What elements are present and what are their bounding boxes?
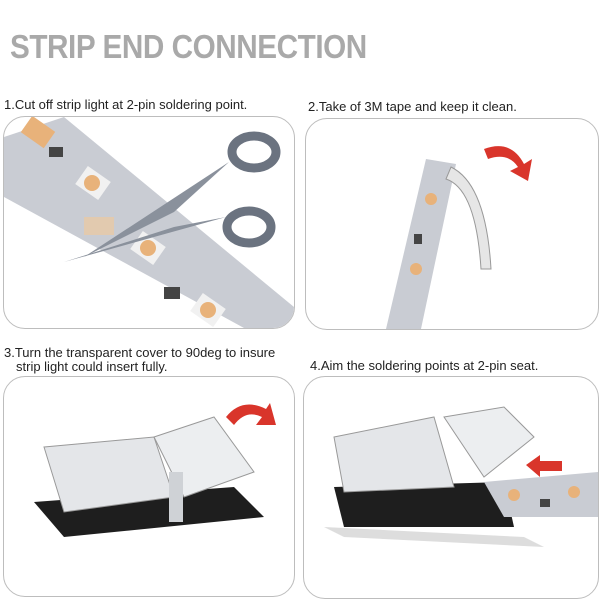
step-2-image <box>305 118 599 330</box>
arrow-left-icon <box>526 455 562 477</box>
step-4-caption: 4.Aim the soldering points at 2-pin seat… <box>310 358 539 373</box>
curved-arrow-icon <box>226 403 276 425</box>
curved-arrow-icon <box>484 146 532 181</box>
tape-removal-illustration <box>386 146 532 329</box>
step-3-caption: 3.Turn the transparent cover to 90deg to… <box>4 346 275 374</box>
step-4-image <box>303 376 599 599</box>
step-3-caption-line2: strip light could insert fully. <box>16 359 168 374</box>
step-2-caption: 2.Take of 3M tape and keep it clean. <box>308 99 517 114</box>
step-1-caption: 1.Cut off strip light at 2-pin soldering… <box>4 97 248 112</box>
page-title: STRIP END CONNECTION <box>10 28 367 65</box>
cut-strip-illustration <box>4 117 294 328</box>
step-3-image <box>3 376 295 597</box>
step-3-caption-line1: 3.Turn the transparent cover to 90deg to… <box>4 345 276 360</box>
insert-strip-illustration <box>324 406 598 547</box>
scissors-icon <box>64 131 281 262</box>
open-connector-illustration <box>34 403 276 537</box>
step-1-image <box>3 116 295 329</box>
